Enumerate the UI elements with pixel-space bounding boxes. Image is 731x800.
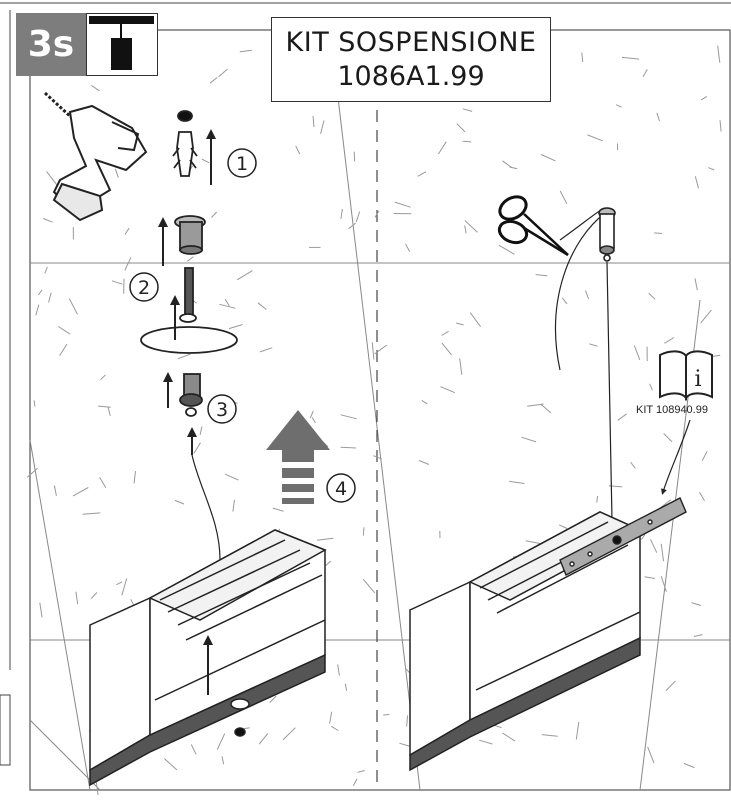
- kit-title: KIT SOSPENSIONE: [286, 26, 537, 60]
- manual-book-icon: [660, 351, 712, 398]
- suspension-pictogram-icon: [87, 14, 156, 74]
- manual-info-letter: i: [694, 367, 701, 392]
- kit-code: 1086A1.99: [337, 60, 484, 94]
- kit-reference-label: KIT 108940.99: [636, 404, 708, 416]
- step2-number: 2: [138, 277, 150, 299]
- step3-number: 3: [216, 399, 228, 421]
- drill-icon: [45, 93, 146, 220]
- left-margin-box: [0, 695, 10, 765]
- scissors-icon: [496, 192, 568, 255]
- ceiling-mount-right-icon: [599, 208, 615, 261]
- step4-number: 4: [335, 478, 347, 500]
- lift-arrow-icon: [266, 410, 330, 504]
- cable-clamp-icon: [180, 374, 202, 416]
- title-box: KIT SOSPENSIONE 1086A1.99: [271, 17, 551, 102]
- cable-right: [607, 262, 612, 520]
- step1-number: 1: [236, 153, 248, 175]
- wall-anchor-icon: [173, 111, 197, 176]
- suspension-icon-box: [86, 13, 158, 76]
- arrow-kit-ref: [663, 420, 690, 492]
- cable-cut: [556, 208, 606, 370]
- step-code-badge: 3s: [16, 13, 86, 76]
